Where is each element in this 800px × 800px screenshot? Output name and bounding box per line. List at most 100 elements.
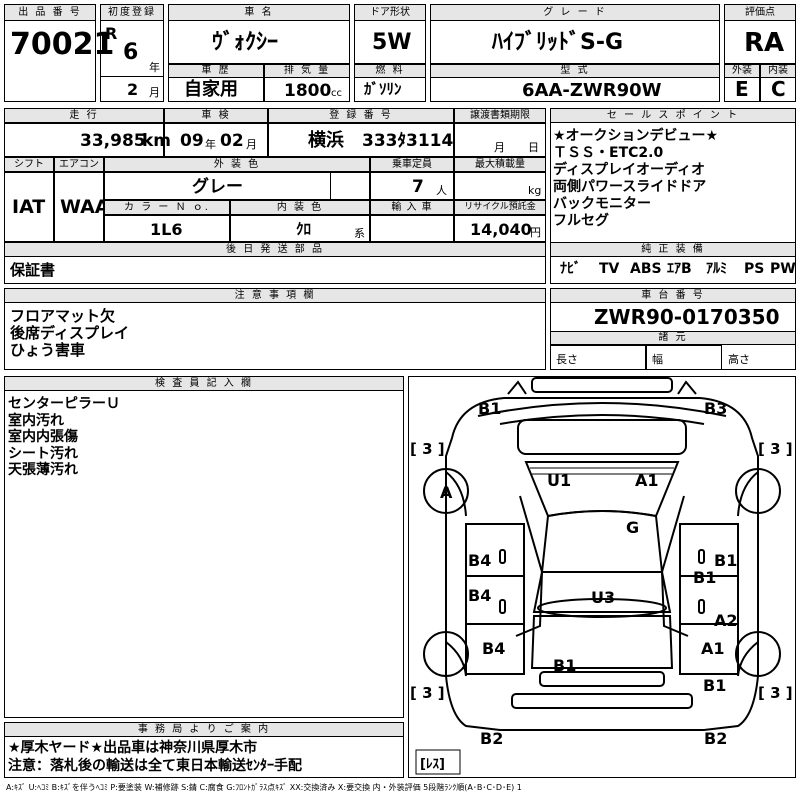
transfer-cell xyxy=(454,123,546,157)
later-label: 後 日 発 送 部 品 xyxy=(4,242,546,257)
cabin-left xyxy=(515,495,544,637)
tire-depth-rear-right: [ 3 ] xyxy=(758,684,793,702)
roof xyxy=(540,510,664,573)
door: 5W xyxy=(372,30,412,55)
insp-month: 02 xyxy=(220,131,244,151)
mark-a2-right: A2 xyxy=(714,611,738,630)
notes-label: 注 意 事 項 欄 xyxy=(4,288,546,303)
spec-length-cell xyxy=(550,345,646,370)
insp-year-unit: 年 xyxy=(205,138,216,151)
eval-score: RA xyxy=(744,28,785,58)
spare-tire-box xyxy=(415,749,461,775)
first-reg-divider xyxy=(100,76,164,77)
later-parts: 保証書 xyxy=(10,261,56,279)
mileage: 33,985 xyxy=(80,131,146,151)
displacement: 1800 xyxy=(284,81,332,101)
int-color: ｸﾛ xyxy=(296,220,312,238)
mark-a-front-left-tire: A xyxy=(440,483,453,502)
rear-glass xyxy=(532,571,672,613)
inspection-label: 車 検 xyxy=(164,108,268,123)
mark-b1-top-left: B1 xyxy=(478,399,501,418)
ac-cell xyxy=(54,172,104,242)
import-cell xyxy=(370,215,454,242)
mark-a1-right: A1 xyxy=(701,639,725,658)
spec-width-label: 幅 xyxy=(652,353,663,366)
equip-item-tv: TV xyxy=(599,261,620,277)
reg-month-unit: 月 xyxy=(149,86,160,99)
equip-item-pw: PW xyxy=(770,261,796,277)
inspector-line: シート汚れ xyxy=(8,445,78,462)
lot-number-label: 出 品 番 号 xyxy=(4,4,96,21)
door-label: ドア形状 xyxy=(354,4,426,21)
lot-number: 70021 xyxy=(10,27,115,62)
door-handle xyxy=(698,599,705,614)
interior-score: C xyxy=(771,77,786,101)
seats-unit: 人 xyxy=(436,184,447,197)
tire-depth-rear-left: [ 3 ] xyxy=(410,684,445,702)
tire-front-left xyxy=(423,468,469,514)
mark-a1-windshield: A1 xyxy=(635,471,659,490)
color-cell-divider xyxy=(330,172,331,200)
reg-year: 6 xyxy=(123,40,139,65)
recycle-cell xyxy=(454,215,546,242)
recycle-unit: 円 xyxy=(530,226,541,239)
mileage-unit: km xyxy=(142,131,172,151)
fuel: ｶﾞｿﾘﾝ xyxy=(364,80,402,98)
tire-depth-front-right: [ 3 ] xyxy=(758,440,793,458)
inspector-label: 検 査 員 記 入 欄 xyxy=(4,376,404,391)
transfer-month-unit: 月 xyxy=(494,141,505,154)
rear-bumper-top xyxy=(539,671,665,687)
recycle-label: リサイクル預託金 xyxy=(454,200,546,215)
equip-item-navi: ﾅﾋﾞ xyxy=(560,261,581,277)
equip-item-alloy: ｱﾙﾐ xyxy=(706,261,727,277)
reg-number-label: 登 録 番 号 xyxy=(268,108,454,123)
door-handle xyxy=(698,549,705,564)
reg-year-unit: 年 xyxy=(149,61,160,74)
hood xyxy=(517,419,687,455)
era: R xyxy=(105,24,118,43)
equip-item-abs: ABS xyxy=(630,261,662,277)
int-color-unit: 系 xyxy=(354,227,365,240)
mark-b4-door-1: B4 xyxy=(468,551,491,570)
payload-cell xyxy=(454,172,546,200)
rear-bumper-bottom xyxy=(511,693,693,709)
office-line-1: ★厚木ヤード★出品車は神奈川県厚木市 xyxy=(8,740,258,756)
mark-b2-bottom-left: B2 xyxy=(480,729,503,748)
diagram-box xyxy=(408,376,796,778)
inspector-list: センターピラーＵ 室内汚れ 室内内張傷 シート汚れ 天張薄汚れ xyxy=(8,396,120,479)
mark-b4-door-2: B4 xyxy=(468,586,491,605)
notes-line: フロアマット欠 xyxy=(10,307,116,325)
car-body-outline xyxy=(445,397,759,731)
transfer-day-unit: 日 xyxy=(528,141,539,154)
spec-height-label: 高さ xyxy=(728,353,750,366)
color-label: 外 装 色 xyxy=(104,157,370,172)
ac: WAA xyxy=(60,196,110,218)
colorno-label: カ ラ ー Ｎ ｏ. xyxy=(104,200,230,215)
colorno: 1L6 xyxy=(150,220,183,239)
inspector-line: 室内内張傷 xyxy=(8,429,78,445)
grade-label: グ レ ー ド xyxy=(430,4,720,21)
tire-front-right xyxy=(735,468,781,514)
tire-depth-front-left: [ 3 ] xyxy=(410,440,445,458)
color: グレー xyxy=(192,177,243,197)
payload-unit: kg xyxy=(528,184,542,197)
office-line-2: 注意：落札後の輸送は全て東日本輸送ｾﾝﾀｰ手配 xyxy=(8,758,302,774)
colorno-cell xyxy=(104,215,230,242)
mark-u3-roof: U3 xyxy=(591,588,615,607)
sales-line: ＴＳＳ・ETC2.0 xyxy=(553,145,664,161)
mileage-label: 走 行 xyxy=(4,108,164,123)
int-color-cell xyxy=(230,215,370,242)
sales-line: ディスプレイオーディオ xyxy=(553,162,706,178)
wheel-arch xyxy=(737,641,759,677)
spec-width-cell xyxy=(646,345,722,370)
tire-rear-right xyxy=(735,631,781,677)
shift-cell xyxy=(4,172,54,242)
quarter-right xyxy=(679,623,739,675)
spare-tire: [ﾚｽ] xyxy=(420,757,445,772)
notes-line: 後席ディスプレイ xyxy=(10,324,129,342)
mark-g-glass: G xyxy=(626,518,639,537)
door-handle xyxy=(499,599,506,614)
mark-u1-windshield: U1 xyxy=(547,471,571,490)
car-name-label: 車 名 xyxy=(168,4,350,21)
sales-line: バックモニター xyxy=(553,196,651,212)
